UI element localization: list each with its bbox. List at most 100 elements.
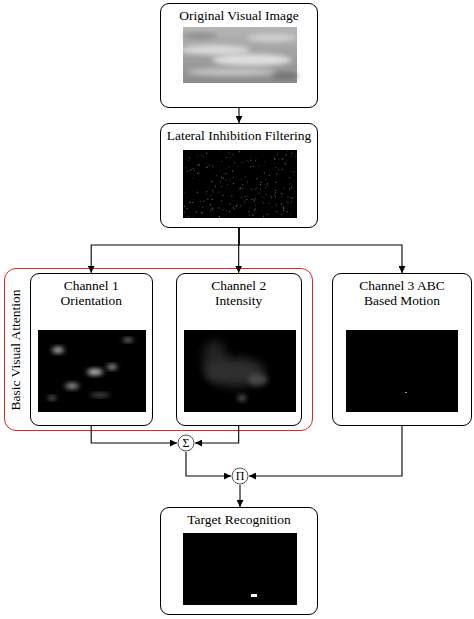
speckle bbox=[228, 178, 229, 179]
speckle bbox=[203, 201, 204, 202]
speckle bbox=[213, 192, 214, 193]
speckle bbox=[265, 179, 266, 180]
speckle bbox=[218, 208, 219, 209]
speckle bbox=[260, 184, 261, 185]
cloud bbox=[187, 68, 277, 76]
speckle bbox=[287, 211, 288, 212]
speckle bbox=[192, 202, 193, 203]
speckle bbox=[203, 156, 204, 157]
node-label: Target Recognition bbox=[164, 512, 314, 527]
speckle bbox=[271, 197, 272, 198]
product-node: Π bbox=[231, 467, 249, 485]
channel-box: Channel 1 Orientation bbox=[30, 273, 153, 426]
speckle bbox=[291, 201, 292, 202]
speckle bbox=[263, 203, 264, 204]
speckle bbox=[206, 153, 207, 154]
speckle bbox=[226, 173, 227, 174]
speckle bbox=[221, 177, 222, 178]
speckle bbox=[253, 166, 254, 167]
speckle bbox=[257, 178, 258, 179]
speckle bbox=[229, 181, 230, 182]
cloud-shadow bbox=[182, 33, 218, 39]
target-spot bbox=[251, 594, 257, 597]
speckle bbox=[287, 202, 288, 203]
speckle bbox=[210, 195, 211, 196]
speckle bbox=[264, 172, 265, 173]
speckle bbox=[202, 212, 203, 213]
motion-spot bbox=[405, 392, 407, 393]
speckle bbox=[274, 195, 275, 196]
speckle bbox=[236, 206, 237, 207]
speckle bbox=[291, 153, 292, 154]
speckle bbox=[206, 194, 207, 195]
speckle bbox=[232, 154, 233, 155]
saliency-blob bbox=[48, 396, 56, 400]
speckle bbox=[229, 166, 230, 167]
speckle bbox=[283, 188, 284, 189]
speckle bbox=[282, 159, 283, 160]
speckle bbox=[234, 209, 235, 210]
flow-arrow bbox=[91, 228, 239, 273]
speckle bbox=[278, 169, 279, 170]
speckle bbox=[250, 166, 251, 167]
speckle bbox=[282, 169, 283, 170]
speckle bbox=[239, 151, 240, 152]
node-label: Basic Visual Attention bbox=[8, 289, 23, 410]
speckle bbox=[201, 212, 202, 213]
speckle bbox=[194, 170, 195, 171]
speckle bbox=[228, 152, 229, 153]
node-label: Lateral Inhibition Filtering bbox=[164, 128, 314, 143]
speckle bbox=[276, 205, 277, 206]
speckle bbox=[290, 183, 291, 184]
speckle bbox=[215, 186, 216, 187]
intensity-haze bbox=[203, 340, 227, 380]
speckle bbox=[245, 196, 246, 197]
speckle bbox=[263, 202, 264, 203]
intensity-map bbox=[184, 330, 296, 412]
map-background bbox=[38, 330, 146, 412]
flow-arrow bbox=[91, 426, 177, 443]
speckle bbox=[252, 213, 253, 214]
speckle bbox=[267, 183, 268, 184]
speckle bbox=[238, 166, 239, 167]
speckle bbox=[187, 208, 188, 209]
speckle bbox=[185, 167, 186, 168]
speckle bbox=[265, 161, 266, 162]
speckle bbox=[290, 197, 291, 198]
speckle bbox=[212, 208, 213, 209]
speckle bbox=[212, 209, 213, 210]
speckle bbox=[263, 197, 264, 198]
speckle bbox=[198, 173, 199, 174]
speckle bbox=[289, 177, 290, 178]
speckle bbox=[258, 193, 259, 194]
speckle bbox=[267, 214, 268, 215]
speckle bbox=[262, 196, 263, 197]
speckle bbox=[260, 188, 261, 189]
speckle bbox=[211, 181, 212, 182]
speckle bbox=[190, 170, 191, 171]
node-label: Channel 3 ABC Based Motion bbox=[347, 278, 457, 308]
operator-symbol: Σ bbox=[177, 434, 195, 452]
speckle bbox=[274, 159, 275, 160]
speckle bbox=[223, 177, 224, 178]
speckle bbox=[242, 184, 243, 185]
speckle bbox=[261, 210, 262, 211]
speckle bbox=[223, 178, 224, 179]
saliency-blob bbox=[123, 338, 133, 342]
group-band: Basic Visual Attention Channel 1 Orientat… bbox=[4, 268, 313, 431]
speckle bbox=[255, 161, 256, 162]
speckle bbox=[230, 157, 231, 158]
speckle bbox=[208, 199, 209, 200]
speckle bbox=[289, 189, 290, 190]
saliency-blob bbox=[90, 393, 110, 397]
speckle bbox=[287, 151, 288, 152]
flow-arrow bbox=[238, 228, 239, 273]
speckle bbox=[221, 161, 222, 162]
speckle bbox=[275, 167, 276, 168]
speckle bbox=[281, 193, 282, 194]
speckle bbox=[275, 192, 276, 193]
speckle bbox=[244, 201, 245, 202]
speckle bbox=[292, 198, 293, 199]
speckle bbox=[209, 165, 210, 166]
speckle bbox=[295, 156, 296, 157]
